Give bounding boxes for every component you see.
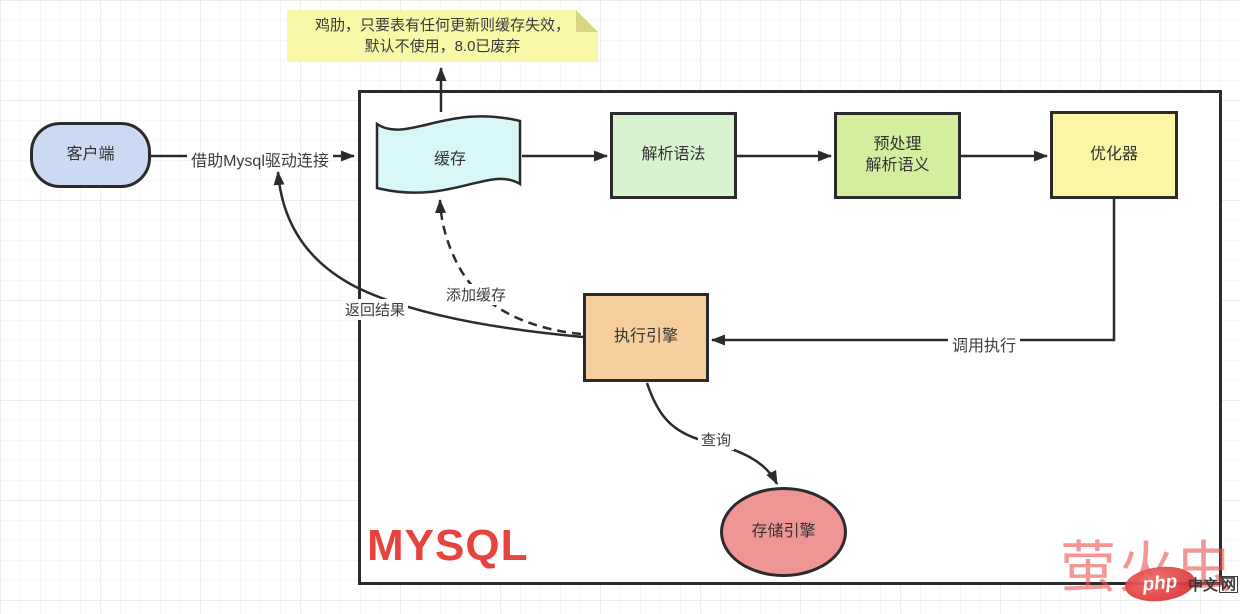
watermark-site-name: 中文 网 <box>1188 574 1239 595</box>
edge-label-call-execute: 调用执行 <box>948 332 1021 356</box>
edge-label-add-cache: 添加缓存 <box>443 284 510 305</box>
note-line-2: 默认不使用，8.0已废弃 <box>364 38 521 55</box>
edge-label-return-result: 返回结果 <box>342 299 409 320</box>
edge-label-query: 查询 <box>698 429 735 450</box>
node-preprocess: 预处理 解析语义 <box>834 112 961 199</box>
cache-deprecated-note: 鸡肋，只要表有任何更新则缓存失效， 默认不使用，8.0已废弃 <box>287 10 598 62</box>
node-cache-label: 缓存 <box>433 151 466 168</box>
edge-label-connect: 借助Mysql驱动连接 <box>191 153 329 170</box>
node-optimizer: 优化器 <box>1050 111 1178 199</box>
node-parse-syntax: 解析语法 <box>610 112 737 199</box>
node-execution-engine: 执行引擎 <box>583 293 709 382</box>
watermark-site-suffix: 网 <box>1219 576 1239 593</box>
mysql-title: MYSQL <box>367 521 529 570</box>
watermark-site-prefix: 中文 <box>1188 577 1219 594</box>
node-storage-engine: 存储引擎 <box>720 487 847 577</box>
note-line-1: 鸡肋，只要表有任何更新则缓存失效， <box>314 17 570 34</box>
watermark: 萤火虫 php 中文 网 <box>1055 538 1240 614</box>
node-client: 客户端 <box>30 122 151 188</box>
